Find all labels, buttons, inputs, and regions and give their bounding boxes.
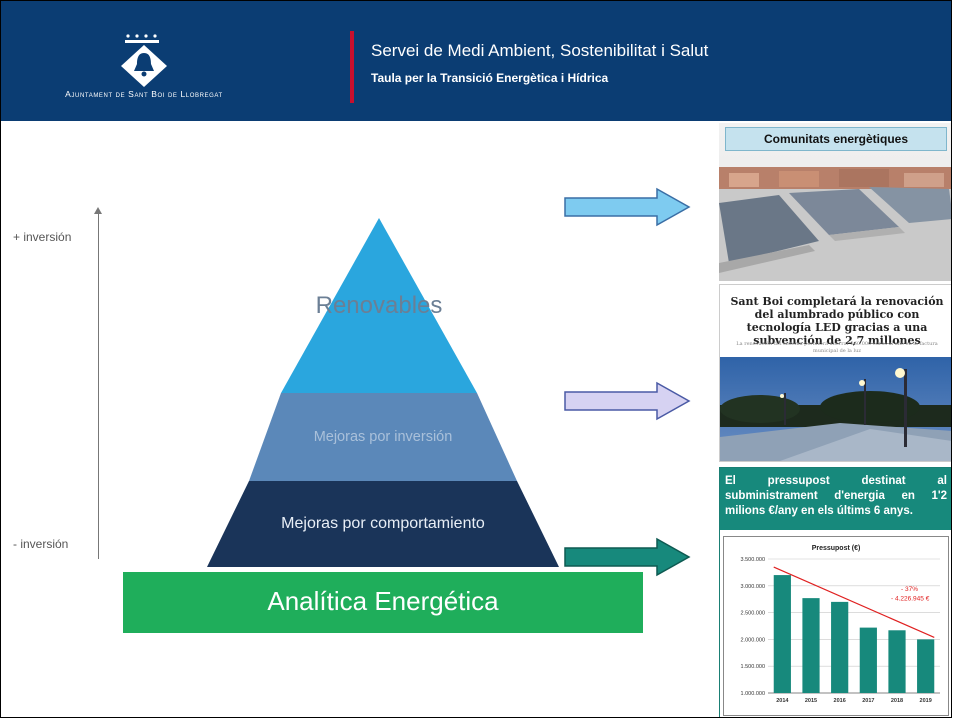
- community-energy-title: Comunitats energètiques: [725, 127, 947, 151]
- street-lights-photo: [720, 357, 951, 461]
- budget-chart-svg: Pressupost (€) 1.000.000 1.500.000 2.000.0…: [741, 545, 940, 704]
- y-tick-label: 3.000.000: [741, 584, 765, 590]
- municipal-logo: Ajuntament de Sant Boi de Llobregat: [41, 19, 301, 109]
- budget-panel: El pressupost destinat al subministramen…: [719, 467, 951, 717]
- bar-2018: [888, 630, 906, 693]
- pyramid-middle-tier: [249, 393, 517, 481]
- investment-axis: [98, 213, 99, 559]
- x-tick-label: 2016: [834, 698, 846, 704]
- x-tick-label: 2014: [776, 698, 789, 704]
- trend-line: [773, 566, 935, 638]
- axis-top-label: + inversión: [13, 230, 72, 244]
- y-tick-label: 3.500.000: [741, 557, 765, 563]
- page-subtitle: Taula per la Transició Energètica i Hídr…: [371, 71, 609, 85]
- bar-2015: [802, 598, 820, 693]
- axis-arrow-icon: [94, 207, 102, 214]
- arrow-to-budget-icon: [564, 537, 691, 577]
- chart-annotation-amount: - 4.226.945 €: [891, 595, 930, 602]
- news-deck: La renovación del sistema permitirá ahor…: [736, 341, 938, 354]
- pyramid-bottom-tier: [207, 481, 559, 567]
- bar-2014: [773, 575, 791, 693]
- header-banner: Ajuntament de Sant Boi de Llobregat Serv…: [1, 1, 951, 121]
- x-tick-label: 2019: [920, 698, 932, 704]
- bell-shield-icon: [121, 34, 167, 87]
- pyramid-bottom-label: Mejoras por comportamiento: [281, 515, 485, 532]
- news-headline: Sant Boi completará la renovación del al…: [730, 295, 944, 347]
- y-tick-label: 2.000.000: [741, 637, 765, 643]
- axis-bottom-label: - inversión: [13, 537, 69, 551]
- y-tick-label: 1.000.000: [741, 691, 765, 697]
- y-tick-label: 2.500.000: [741, 611, 765, 617]
- pyramid-middle-label: Mejoras por inversión: [313, 429, 453, 445]
- y-tick-label: 1.500.000: [741, 664, 765, 670]
- budget-text: El pressupost destinat al subministramen…: [720, 468, 951, 530]
- page-title: Servei de Medi Ambient, Sostenibilitat i…: [371, 41, 709, 60]
- chart-title: Pressupost (€): [812, 545, 861, 552]
- org-name: Ajuntament de Sant Boi de Llobregat: [65, 89, 223, 99]
- x-tick-label: 2018: [891, 698, 903, 704]
- arrow-to-lighting-icon: [564, 381, 691, 421]
- bar-2016: [831, 601, 849, 693]
- pyramid-base-label: Analítica Energética: [267, 586, 499, 616]
- header-divider: [350, 31, 354, 103]
- chart-annotation-percent: - 37%: [901, 586, 918, 593]
- led-news-panel: Sant Boi completará la renovación del al…: [719, 284, 951, 462]
- x-tick-label: 2017: [862, 698, 874, 704]
- budget-chart: Pressupost (€) 1.000.000 1.500.000 2.000.0…: [723, 536, 949, 716]
- x-tick-label: 2015: [805, 698, 817, 704]
- arrow-to-community-icon: [564, 187, 691, 227]
- energy-pyramid: [207, 218, 559, 567]
- pyramid-base: Analítica Energética: [123, 572, 643, 633]
- pyramid-top-tier: [281, 218, 477, 393]
- bar-2019: [917, 639, 935, 693]
- pyramid-top-label: Renovables: [315, 292, 443, 319]
- bar-2017: [859, 627, 877, 693]
- community-energy-panel: Comunitats energètiques: [719, 123, 951, 281]
